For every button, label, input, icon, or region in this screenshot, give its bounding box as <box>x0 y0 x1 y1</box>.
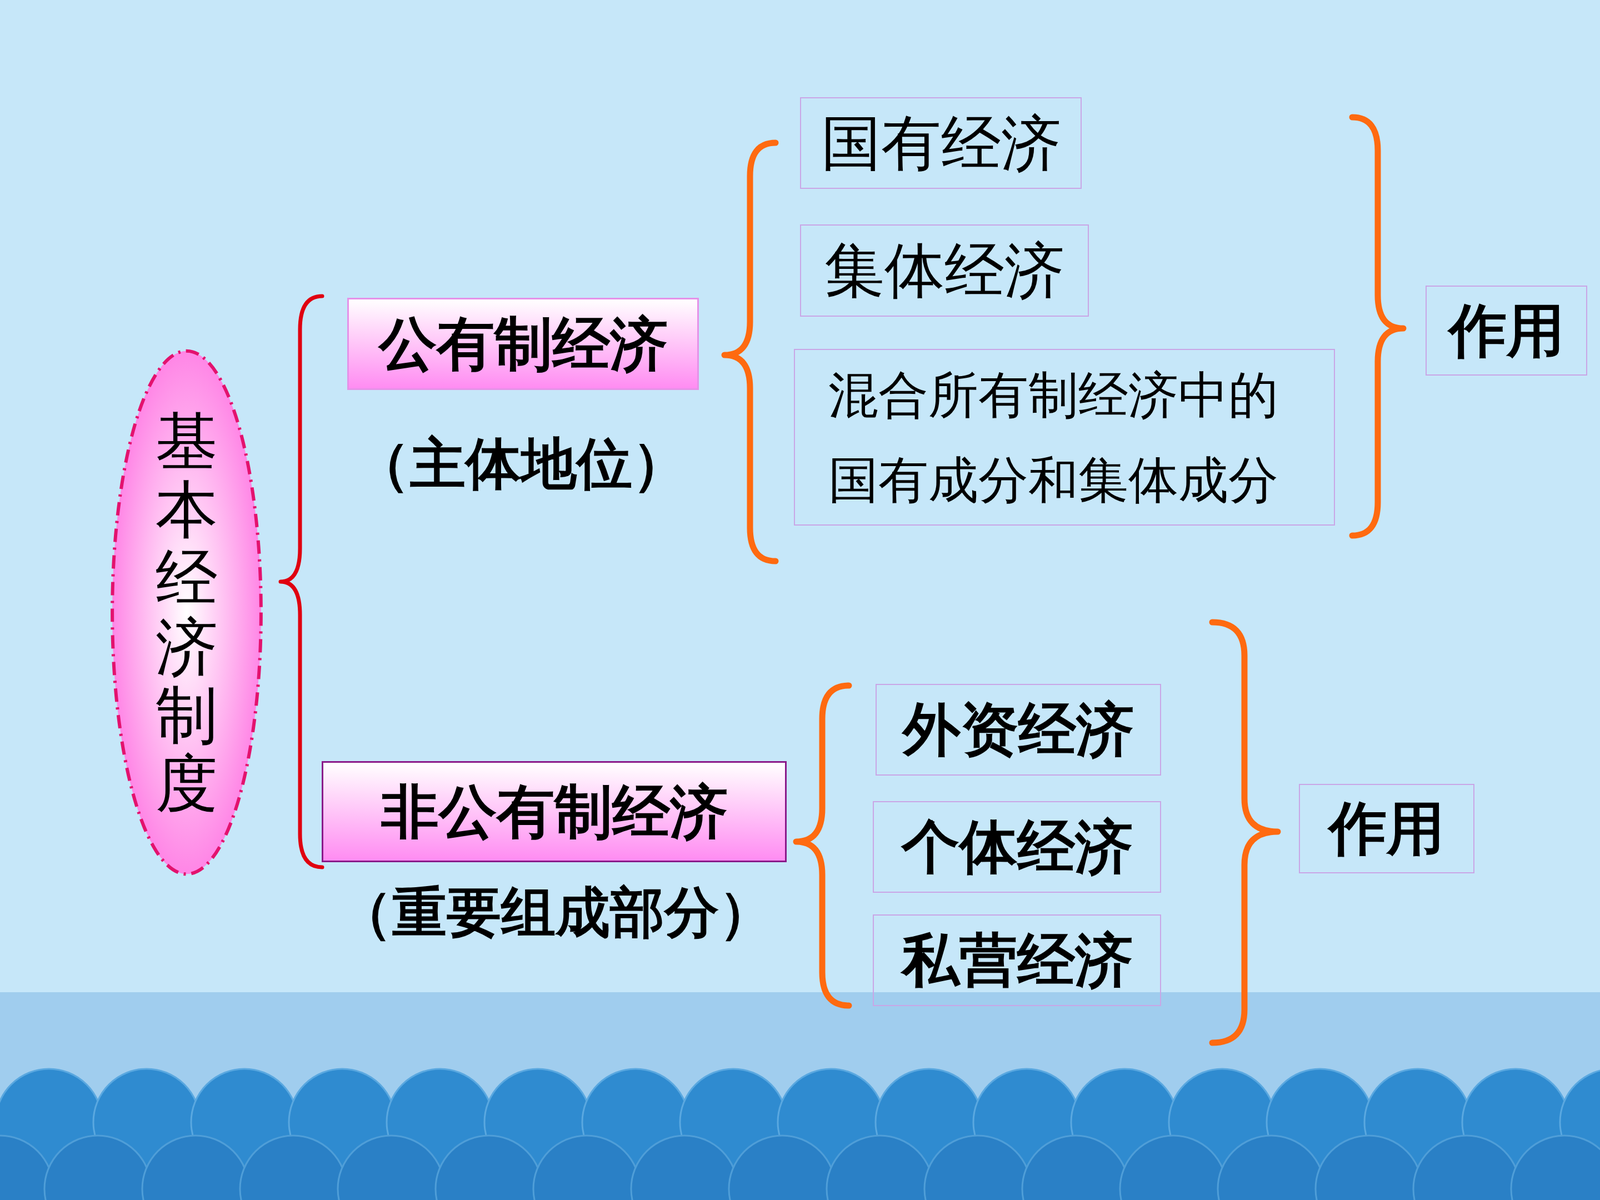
item-box: 外资经济 <box>875 683 1162 776</box>
wave-arc <box>240 1135 347 1200</box>
node-text: 国有经济 <box>821 107 1062 180</box>
orange-brace <box>724 142 776 562</box>
node-text: 作用 <box>1328 793 1445 864</box>
wave-arc <box>1315 1135 1423 1200</box>
wave-arc <box>533 1135 640 1200</box>
red-brace <box>280 296 323 868</box>
role-box: 作用 <box>1425 285 1588 376</box>
wave-arc <box>631 1135 738 1200</box>
wave-arc <box>1217 1135 1325 1200</box>
item-box: 私营经济 <box>872 914 1162 1007</box>
role-box: 作用 <box>1298 783 1475 874</box>
system-ellipse: 基本经济制度 <box>110 347 264 878</box>
category-box: 非公有制经济 <box>321 761 787 863</box>
waves <box>0 1068 1600 1200</box>
wave-arc <box>1022 1135 1129 1200</box>
node-text: 混合所有制经济中的国有成分和集体成分 <box>828 352 1301 523</box>
node-text: 个体经济 <box>901 812 1133 882</box>
item-box: 国有经济 <box>800 97 1082 189</box>
wave-arc <box>142 1135 249 1200</box>
item-box: 集体经济 <box>800 224 1089 317</box>
role-label: （主体地位） <box>354 427 688 503</box>
orange-brace <box>796 685 849 1006</box>
node-text: 集体经济 <box>824 234 1065 307</box>
item-box: 混合所有制经济中的国有成分和集体成分 <box>793 348 1335 526</box>
wave-arc <box>44 1135 152 1200</box>
wave-arc <box>1511 1135 1600 1200</box>
node-text: 外资经济 <box>902 695 1134 765</box>
node-text: 非公有制经济 <box>381 777 728 847</box>
wave-arc <box>435 1135 543 1200</box>
wave-arc <box>337 1135 445 1200</box>
orange-brace <box>1352 117 1404 536</box>
node-text: 公有制经济 <box>378 309 668 379</box>
wave-arc <box>728 1135 836 1200</box>
role-label: （重要组成部分） <box>337 876 774 950</box>
item-box: 个体经济 <box>872 801 1162 893</box>
node-text: 私营经济 <box>901 925 1133 995</box>
orange-brace <box>1212 622 1278 1043</box>
wave-arc <box>924 1135 1032 1200</box>
ellipse-shape <box>112 351 262 875</box>
category-box: 公有制经济 <box>347 297 699 390</box>
vertical-title: 基本经济制度 <box>155 407 218 818</box>
wave-arc <box>1413 1135 1520 1200</box>
wave-arc <box>826 1135 934 1200</box>
node-text: 作用 <box>1448 296 1565 366</box>
wave-arc <box>1120 1135 1227 1200</box>
